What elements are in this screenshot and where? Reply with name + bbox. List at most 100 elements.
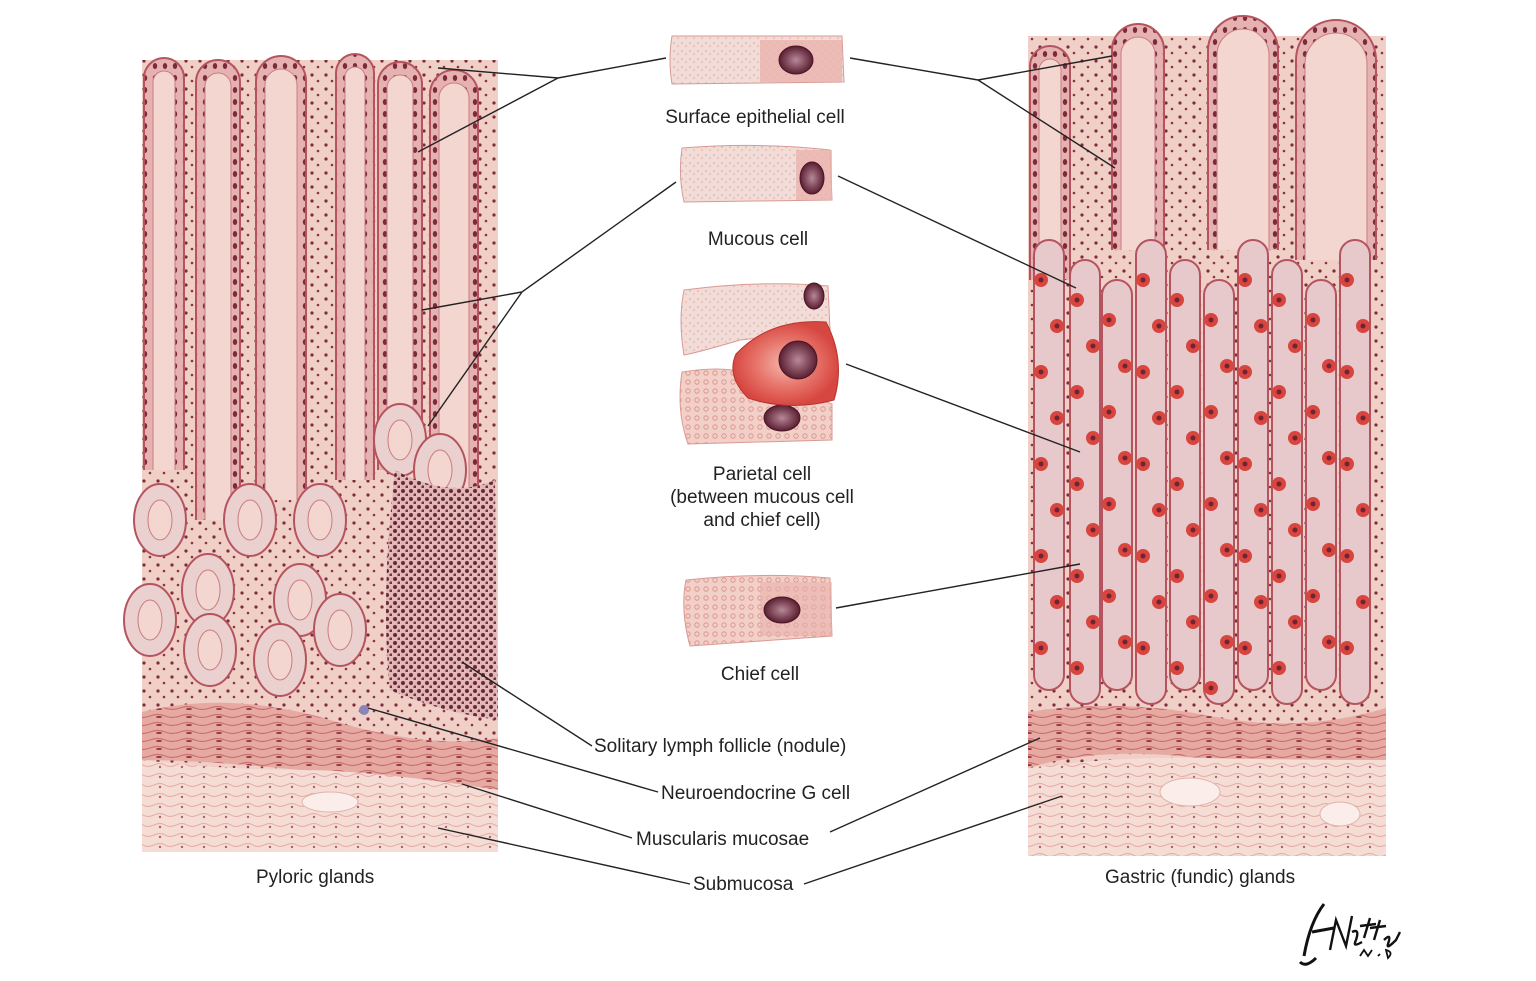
label-muscularis-mucosae: Muscularis mucosae — [636, 829, 810, 850]
parietal-cell-nucleus — [1106, 501, 1112, 507]
parietal-cell-nucleus — [1344, 645, 1350, 651]
parietal-cell-nucleus — [1224, 363, 1230, 369]
parietal-cell-nucleus — [1208, 685, 1214, 691]
parietal-cell-nucleus — [1258, 323, 1264, 329]
leader-muscularis-right — [829, 737, 1041, 833]
parietal-cell-nucleus — [1344, 461, 1350, 467]
leader-submucosa-left — [437, 827, 691, 885]
leader-g-cell — [367, 707, 659, 793]
parietal-cell-nucleus — [1326, 639, 1332, 645]
parietal-cell-nucleus — [1208, 409, 1214, 415]
pyloric-gland-lumen-7 — [197, 629, 223, 671]
chief-cell-illustration — [683, 574, 833, 647]
parietal-cell-nucleus — [1344, 277, 1350, 283]
parietal-cell-nucleus — [1242, 461, 1248, 467]
parietal-cell-nucleus — [1174, 665, 1180, 671]
leader-surface-epithelial-right — [849, 55, 1116, 169]
pyloric-foveola-2-core — [204, 72, 232, 520]
parietal-cell-nucleus — [1122, 455, 1128, 461]
pyloric-glands-panel — [123, 53, 498, 852]
neuroendocrine-g-cell — [359, 705, 369, 715]
pyloric-gland-lumen-3 — [237, 499, 263, 541]
parietal-cell-nucleus — [1360, 323, 1366, 329]
parietal-cell-nucleus — [1292, 435, 1298, 441]
parietal-cell-nucleus — [1276, 481, 1282, 487]
parietal-cell-nucleus — [1190, 343, 1196, 349]
netter-signature — [1298, 903, 1402, 966]
pyloric-muscularis-mucosae — [142, 702, 498, 790]
leader-lines — [367, 55, 1116, 885]
parietal-cell-nucleus — [1276, 389, 1282, 395]
pyloric-gland-lumen-8 — [267, 639, 293, 681]
parietal-cell-nucleus — [1224, 455, 1230, 461]
parietal-cell-nucleus — [1242, 553, 1248, 559]
pyloric-gland-lumen-11 — [427, 449, 453, 491]
leader-chief — [835, 563, 1081, 609]
fundic-gland-1 — [1033, 239, 1065, 691]
parietal-cell-nucleus — [1360, 415, 1366, 421]
parietal-cell-nucleus — [1276, 573, 1282, 579]
parietal-cell-nucleus — [1344, 553, 1350, 559]
parietal-cell-nucleus — [1310, 501, 1316, 507]
parietal-cell-illustration — [679, 282, 839, 445]
fundic-gland-3 — [1101, 279, 1133, 691]
parietal-cell-nucleus — [1174, 297, 1180, 303]
pyloric-gland-lumen-10 — [387, 419, 413, 461]
parietal-cell-nucleus — [1208, 593, 1214, 599]
label-parietal-cell-line3: and chief cell) — [703, 510, 821, 531]
pyloric-gland-lumen-4 — [287, 579, 313, 621]
solitary-lymph-follicle-region — [386, 470, 498, 720]
leader-lymph-follicle — [461, 661, 593, 747]
parietal-cell-nucleus — [1190, 435, 1196, 441]
parietal-cell-nucleus — [1242, 645, 1248, 651]
parietal-cell-nucleus — [1224, 639, 1230, 645]
fundic-submucosa — [1028, 757, 1386, 856]
parietal-cell-nucleus — [1106, 409, 1112, 415]
fundic-foveola-1-core — [1038, 58, 1062, 280]
fundic-gland-7 — [1237, 239, 1269, 691]
label-parietal-cell-line1: Parietal cell — [712, 464, 812, 485]
pyloric-gland-lumen-9 — [327, 609, 353, 651]
parietal-cell-nucleus — [1074, 297, 1080, 303]
fundic-gland-8 — [1271, 259, 1303, 705]
fundic-foveolae — [1029, 15, 1377, 280]
fundic-foveola-4-core — [1304, 32, 1368, 260]
label-pyloric-glands: Pyloric glands — [256, 867, 375, 888]
parietal-cell-nucleus — [1156, 323, 1162, 329]
parietal-cell-nucleus — [1326, 547, 1332, 553]
parietal-cell-nucleus — [1074, 481, 1080, 487]
parietal-cell-nucleus — [1038, 645, 1044, 651]
leader-parietal — [845, 363, 1081, 453]
parietal-cell-nucleus — [1074, 665, 1080, 671]
fundic-gland-9 — [1305, 279, 1337, 691]
label-mucous-cell: Mucous cell — [707, 229, 809, 250]
parietal-cell-nucleus — [1122, 547, 1128, 553]
parietal-cell-nucleus — [1190, 527, 1196, 533]
parietal-cell-nucleus — [1360, 599, 1366, 605]
parietal-cell-nucleus — [1140, 645, 1146, 651]
pyloric-gland-lumen-5 — [307, 499, 333, 541]
pyloric-foveola-4-core — [344, 66, 366, 480]
parietal-cell-nucleus — [1140, 277, 1146, 283]
parietal-cell-nucleus — [1242, 369, 1248, 375]
parietal-cell-nucleus — [1074, 389, 1080, 395]
parietal-cell-nucleus — [1174, 389, 1180, 395]
parietal-cell-nucleus — [1054, 415, 1060, 421]
parietal-cell-nucleus — [1292, 343, 1298, 349]
parietal-cell-nucleus — [1242, 277, 1248, 283]
parietal-cell-nucleus — [1090, 435, 1096, 441]
fundic-muscularis-mucosae — [1028, 705, 1386, 768]
parietal-cell-nucleus — [1208, 501, 1214, 507]
fundic-gland-tubes — [1033, 239, 1371, 705]
parietal-cell-nucleus — [1190, 619, 1196, 625]
parietal-cell-nucleus — [1140, 461, 1146, 467]
parietal-cell-nucleus — [1140, 369, 1146, 375]
pyloric-foveola-6-core — [438, 82, 470, 520]
fundic-gland-2 — [1069, 259, 1101, 705]
surface-epithelial-cell-illustration — [669, 35, 845, 85]
parietal-cell-nucleus — [1310, 317, 1316, 323]
label-chief-cell: Chief cell — [720, 664, 800, 685]
parietal-cell-nucleus — [1054, 599, 1060, 605]
parietal-cell-nucleus — [1038, 277, 1044, 283]
